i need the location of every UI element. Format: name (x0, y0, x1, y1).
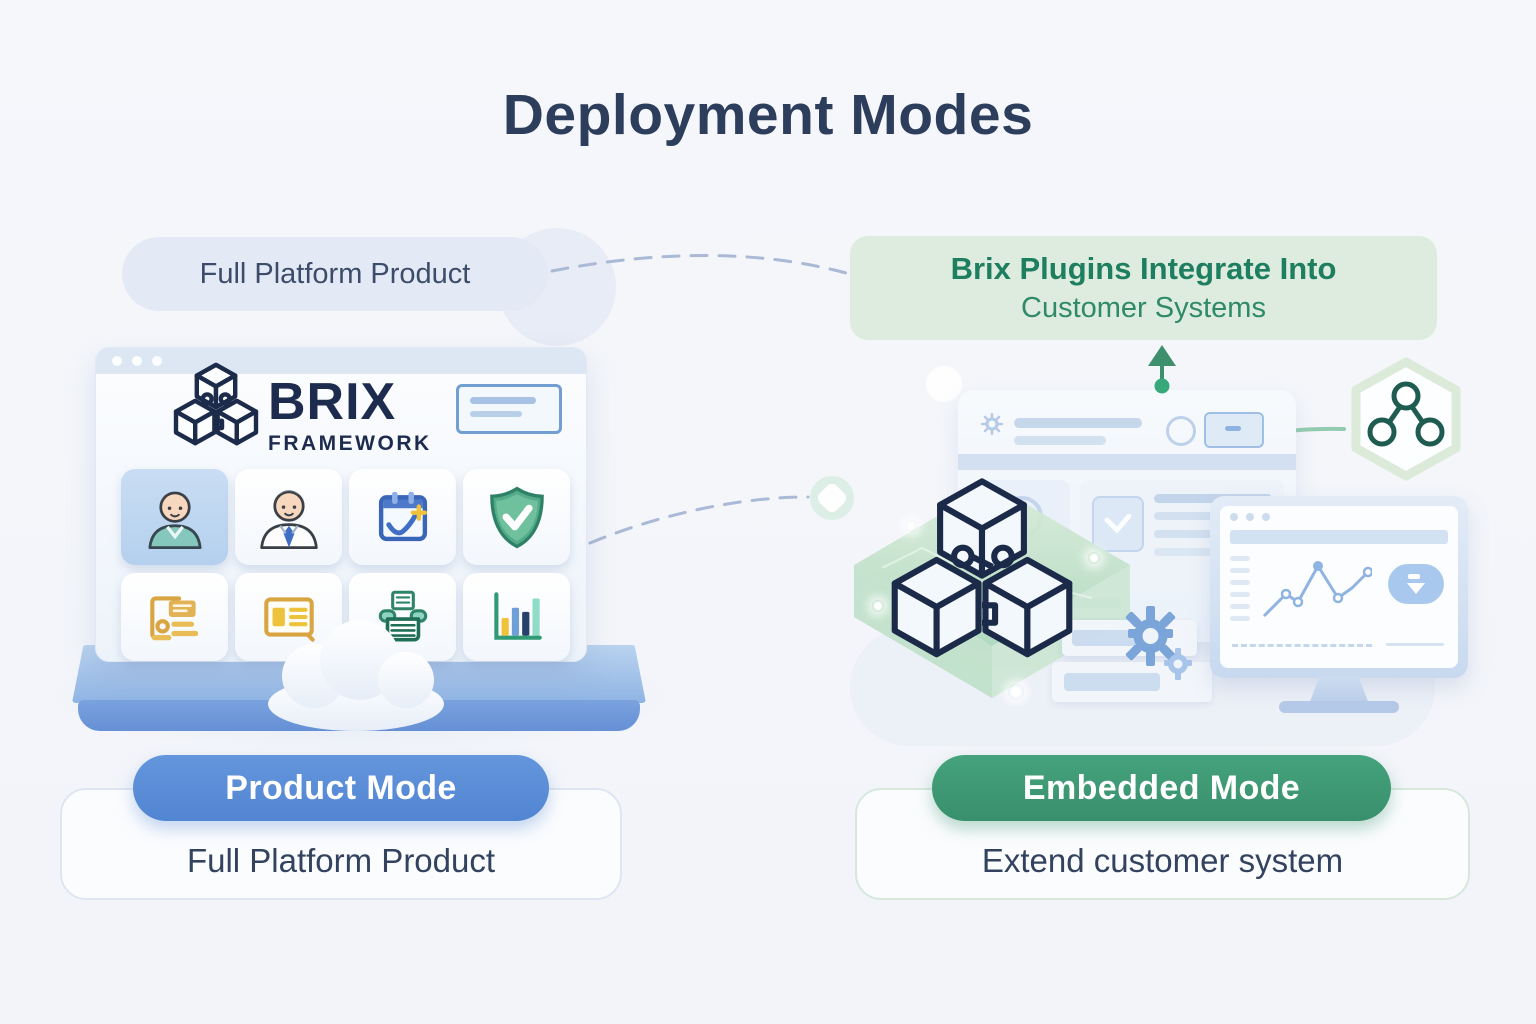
placeholder-text-line (1014, 418, 1142, 428)
app-tile (121, 573, 228, 661)
embedded-label-line1: Brix Plugins Integrate Into (950, 251, 1337, 286)
network-hexagon-icon (1351, 357, 1461, 481)
app-tile-grid (121, 469, 570, 661)
up-arrow-icon (1148, 345, 1176, 394)
doctor-avatar-icon (259, 490, 318, 549)
bar-chart-icon (493, 592, 542, 640)
menu-line (470, 411, 522, 417)
dashed-line (1232, 644, 1372, 647)
server-slot (1064, 673, 1160, 691)
window-button (1204, 412, 1264, 448)
menu-line (470, 397, 536, 404)
placeholder-text-line (1014, 436, 1106, 445)
window-control-dot (152, 356, 162, 366)
brix-logo-subtitle: FRAMEWORK (268, 432, 432, 455)
brix-logo-cubes-icon (173, 362, 259, 446)
download-badge-icon (1388, 564, 1444, 604)
product-mode-description: Full Platform Product (186, 842, 496, 879)
window-control-dot (112, 356, 122, 366)
button-dash (1225, 426, 1241, 431)
embedded-label-line2: Customer Systems (1021, 292, 1266, 324)
app-tile (463, 573, 570, 661)
app-tile (121, 469, 228, 565)
settings-glyph-icon (980, 412, 1004, 436)
tick-line (1230, 616, 1250, 621)
monitor-stand (1309, 676, 1369, 704)
gear-icon (1125, 606, 1192, 680)
tick-line (1230, 592, 1250, 597)
tick-line (1230, 556, 1250, 561)
line-chart-icon (1262, 561, 1372, 618)
monitor-stand-base (1279, 701, 1399, 713)
app-tile (235, 469, 342, 565)
app-tile (349, 573, 456, 661)
puzzle-cubes-icon (891, 478, 1073, 658)
nav-band (958, 454, 1296, 470)
nav-band (1230, 530, 1448, 544)
cloud-icon (268, 620, 444, 731)
menu-widget (456, 384, 562, 434)
embedded-mode-description: Extend customer system (981, 842, 1344, 879)
patient-avatar-icon (147, 491, 202, 549)
server-slot (1072, 630, 1142, 646)
sparkle (1008, 684, 1024, 700)
embedded-integration-label: Brix Plugins Integrate Into Customer Sys… (850, 236, 1437, 340)
window-control-dot (132, 356, 142, 366)
app-tile (349, 469, 456, 565)
monitor-frame (1210, 496, 1468, 678)
brix-app-window: BRIX FRAMEWORK (95, 347, 587, 662)
dashed-curve-middle (588, 495, 810, 545)
brix-logo-text: BRIX FRAMEWORK (268, 376, 432, 454)
product-mode-pill: Product Mode (133, 755, 549, 821)
placeholder-text-line (1154, 512, 1254, 520)
checkbox-icon (1092, 496, 1144, 552)
tick-line (1230, 568, 1250, 573)
monitor-screen (1220, 506, 1458, 668)
monitor-chart-icon (1210, 496, 1468, 718)
solid-line (1386, 643, 1444, 646)
full-platform-label: Full Platform Product (122, 237, 548, 311)
tick-line (1230, 580, 1250, 585)
sparkle (1088, 552, 1100, 564)
placeholder-text-line (1154, 494, 1272, 503)
document-form-icon (149, 596, 198, 641)
window-control-dots (1230, 513, 1270, 521)
decorative-blob (926, 366, 962, 402)
id-card-icon (263, 597, 315, 642)
brix-logo-title: BRIX (268, 373, 397, 431)
app-tile (463, 469, 570, 565)
embedded-mode-pill: Embedded Mode (932, 755, 1391, 821)
shield-check-icon (489, 486, 544, 549)
placeholder-text-line (1154, 548, 1238, 556)
avatar-circle (1166, 416, 1196, 446)
window-title-bar (96, 348, 586, 374)
sparkle (905, 520, 917, 532)
sparkle (872, 600, 884, 612)
server-unit (1062, 620, 1197, 656)
tick-line (1230, 604, 1250, 609)
page-title: Deployment Modes (502, 83, 1034, 147)
calendar-check-icon (378, 491, 427, 542)
